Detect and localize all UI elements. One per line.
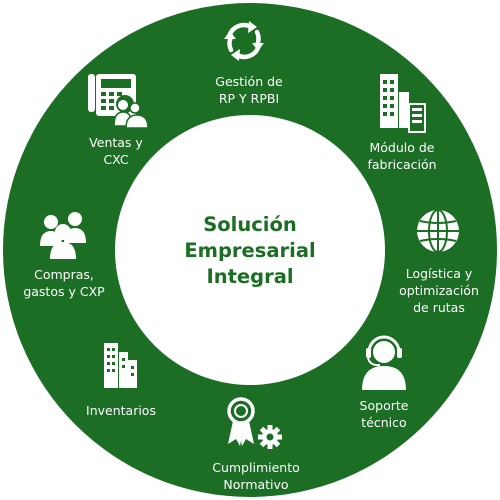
segment-gestion-rp: Gestión de RP Y RPBI (215, 21, 283, 106)
award-gear-icon (227, 397, 282, 449)
segment-label-line: RP Y RPBI (219, 91, 279, 106)
center-title: Solución Empresarial Integral (184, 213, 315, 288)
segment-label-line: Cumplimiento (212, 460, 300, 475)
segment-label-line: optimización (399, 283, 479, 298)
center-title-line-2: Empresarial (184, 239, 315, 262)
globe-icon (417, 209, 459, 253)
segment-label-line: Logística y (406, 266, 473, 281)
segment-soporte: Soporte técnico (360, 335, 409, 430)
center-disc (115, 115, 385, 385)
segment-label-line: fabricación (367, 157, 436, 172)
segment-label-line: Compras, (34, 267, 94, 282)
segment-logistica: Logística y optimización de rutas (399, 209, 479, 315)
segment-label-line: técnico (361, 415, 406, 430)
segment-label-line: Normativo (223, 477, 288, 492)
segment-label-line: Inventarios (86, 403, 156, 418)
people-group-icon (40, 212, 86, 259)
segment-label-line: Módulo de (369, 140, 434, 155)
segment-ventas: Ventas y CXC (88, 74, 149, 167)
segment-label-line: Soporte (360, 398, 409, 413)
segment-label-line: de rutas (413, 300, 465, 315)
buildings-icon (380, 74, 426, 133)
segment-label-line: Ventas y (89, 135, 143, 150)
segment-inventarios: Inventarios (86, 343, 156, 418)
segment-label-line: CXC (103, 152, 128, 167)
segment-label-line: Gestión de (215, 74, 283, 89)
phone-users-icon (88, 74, 149, 129)
city-skyline-icon (104, 343, 137, 388)
segment-label-line: gastos y CXP (23, 284, 105, 299)
center-title-line-3: Integral (206, 265, 293, 288)
segment-modulo-fabricacion: Módulo de fabricación (367, 74, 437, 172)
recycle-arrows-icon (224, 21, 264, 61)
headset-operator-icon (362, 335, 406, 390)
segment-compras: Compras, gastos y CXP (23, 212, 105, 299)
segment-cumplimiento: Cumplimiento Normativo (212, 397, 300, 492)
center-title-line-1: Solución (203, 213, 297, 236)
